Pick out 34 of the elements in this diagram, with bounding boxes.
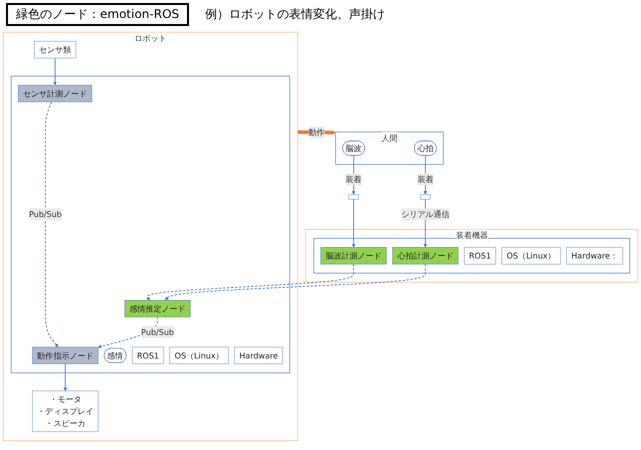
edge-label: 動作 [308, 128, 325, 138]
node-box: Hardware： [566, 247, 623, 264]
arrow [146, 264, 354, 300]
node-box: 動作指示ノード [32, 346, 98, 364]
arrow [352, 155, 356, 195]
edge-label: シリアル通信 [401, 209, 450, 220]
arrow [424, 155, 428, 195]
arrow [64, 363, 68, 392]
cluster [313, 238, 630, 274]
edge-label: 装着 [417, 174, 434, 184]
node-box: ・モータ ・ディスプレイ ・スピーカ [32, 390, 98, 432]
node-box: 心拍計測ノード [392, 247, 458, 264]
arrow [352, 198, 356, 248]
note-text: 例）ロボットの表情変化、声掛け [205, 6, 386, 23]
node-box: 感情推定ノード [124, 300, 191, 318]
edge-label: 装着 [346, 174, 362, 184]
arrow [44, 102, 58, 348]
node-box: ROS1 [132, 346, 164, 364]
arrow [53, 58, 57, 86]
node-box: Hardware [234, 346, 283, 364]
edge-label: Pub/Sub [28, 209, 62, 220]
note-box: 緑色のノード：emotion-ROS [6, 3, 190, 26]
node-box: センサ計測ノード [18, 84, 92, 102]
node-box [420, 194, 430, 200]
node-box: 脳波計測ノード [320, 247, 387, 264]
node-box: OS（Linux） [502, 247, 561, 264]
node-box: センサ類 [34, 41, 76, 58]
node-box [348, 194, 359, 200]
arrow [98, 316, 158, 348]
cluster [10, 76, 290, 374]
arrow [165, 264, 426, 300]
node-box: OS（Linux） [170, 346, 229, 364]
edge-label: Pub/Sub [141, 327, 174, 337]
node-box: ROS1 [464, 247, 496, 264]
